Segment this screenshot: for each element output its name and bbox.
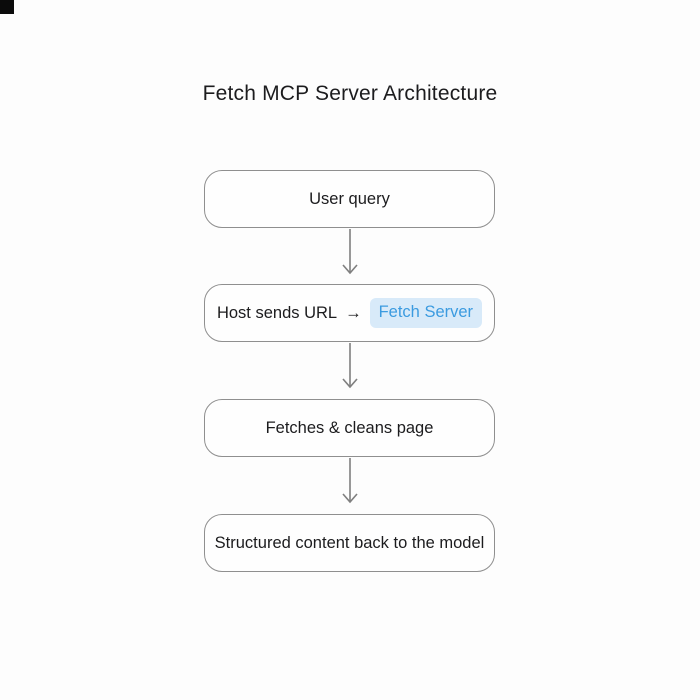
flow-node-label: Host sends URL [216, 303, 338, 322]
diagram-title: Fetch MCP Server Architecture [202, 82, 498, 105]
flow-node-host-sends-url: Host sends URL → Fetch Server [204, 284, 495, 342]
flow-node-label: Fetches & cleans page [265, 418, 434, 437]
flow-node-label: User query [309, 189, 390, 208]
flow-node-fetches-cleans: Fetches & cleans page [204, 399, 495, 457]
down-arrow-icon [340, 458, 360, 508]
right-arrow-glyph: → [345, 303, 362, 322]
down-arrow-icon [340, 343, 360, 393]
flow-node-label: Structured content back to the model [214, 533, 485, 552]
flow-node-user-query: User query [204, 170, 495, 228]
corner-mark [0, 0, 14, 14]
down-arrow-icon [340, 229, 360, 279]
flow-node-structured-content: Structured content back to the model [204, 514, 495, 572]
fetch-server-chip[interactable]: Fetch Server [369, 298, 483, 328]
